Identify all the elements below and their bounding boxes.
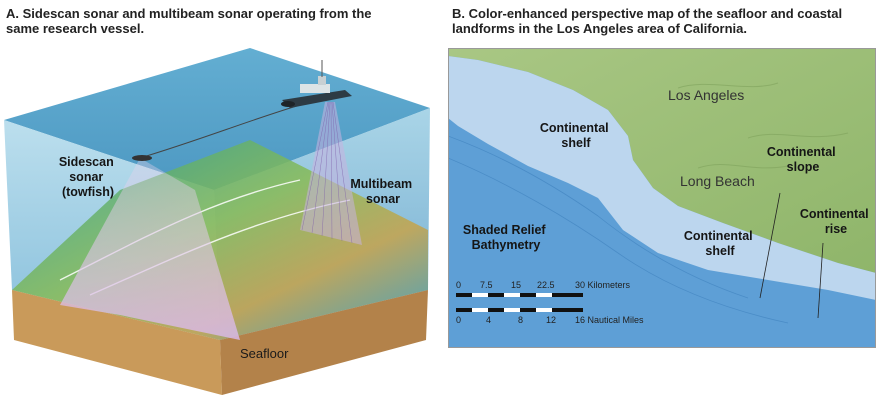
seafloor-label: Seafloor [240,346,289,361]
shelf-1-line-1: Continental [540,121,609,135]
multibeam-swath [300,102,362,245]
shelf-label-2: Continental shelf [684,229,756,258]
sediment-right [220,290,428,395]
km-tick-3: 22.5 [537,280,555,290]
relief-label: Shaded Relief Bathymetry [463,223,549,252]
panel-a-caption: A. Sidescan sonar and multibeam sonar op… [6,6,372,36]
rise-label: Continental rise [800,207,872,236]
slope-line-2: slope [787,160,820,174]
sidescan-beam [60,158,240,340]
km-end: 30 Kilometers [575,280,631,290]
land-area [448,48,876,273]
long-beach-label: Long Beach [680,173,755,189]
rise-line-2: rise [825,222,847,236]
scale-bar-nautical-miles: 0 4 8 12 16 Nautical Miles [456,308,644,325]
km-tick-2: 15 [511,280,521,290]
shelf-2-line-2: shelf [705,244,735,258]
research-vessel-icon [281,60,352,108]
shelf-1-line-2: shelf [561,136,591,150]
relief-line-1: Shaded Relief [463,223,546,237]
sidescan-line-3: (towfish) [62,185,114,199]
km-tick-0: 0 [456,280,461,290]
los-angeles-label: Los Angeles [668,87,744,103]
slope-texture [448,135,789,324]
terrain-ridges [677,82,849,169]
sediment-left [12,290,222,395]
multibeam-label: Multibeam sonar [350,177,415,206]
slope-label: Continental slope [767,145,839,174]
sidescan-line-2: sonar [69,170,103,184]
sidescan-label: Sidescan sonar (towfish) [59,155,117,199]
nm-tick-3: 12 [546,315,556,325]
nm-tick-1: 4 [486,315,491,325]
sonar-block-diagram: Sidescan sonar (towfish) Multibeam sonar… [4,48,430,395]
nm-tick-2: 8 [518,315,523,325]
shelf-label-1: Continental shelf [540,121,612,150]
panel-b-caption: B. Color-enhanced perspective map of the… [452,6,843,36]
relief-line-2: Bathymetry [472,238,541,252]
multibeam-line-1: Multibeam [350,177,412,191]
nm-end: 16 Nautical Miles [575,315,644,325]
rise-pointer [817,242,824,319]
scale-bar-kilometers: 0 7.5 15 22.5 30 Kilometers [456,280,631,297]
km-tick-1: 7.5 [480,280,493,290]
nm-tick-0: 0 [456,315,461,325]
shelf-2-line-1: Continental [684,229,753,243]
sidescan-line-1: Sidescan [59,155,114,169]
seafloor-perspective-map: Los Angeles Long Beach Continental shelf… [448,48,876,348]
slope-line-1: Continental [767,145,836,159]
map-frame [448,48,876,348]
towfish-icon [132,155,152,161]
multibeam-line-2: sonar [366,192,400,206]
tow-cable [139,104,301,159]
slope-pointer [759,192,781,299]
multibeam-lines [301,101,353,244]
continental-shelf-zone [448,56,876,300]
rise-line-1: Continental [800,207,869,221]
